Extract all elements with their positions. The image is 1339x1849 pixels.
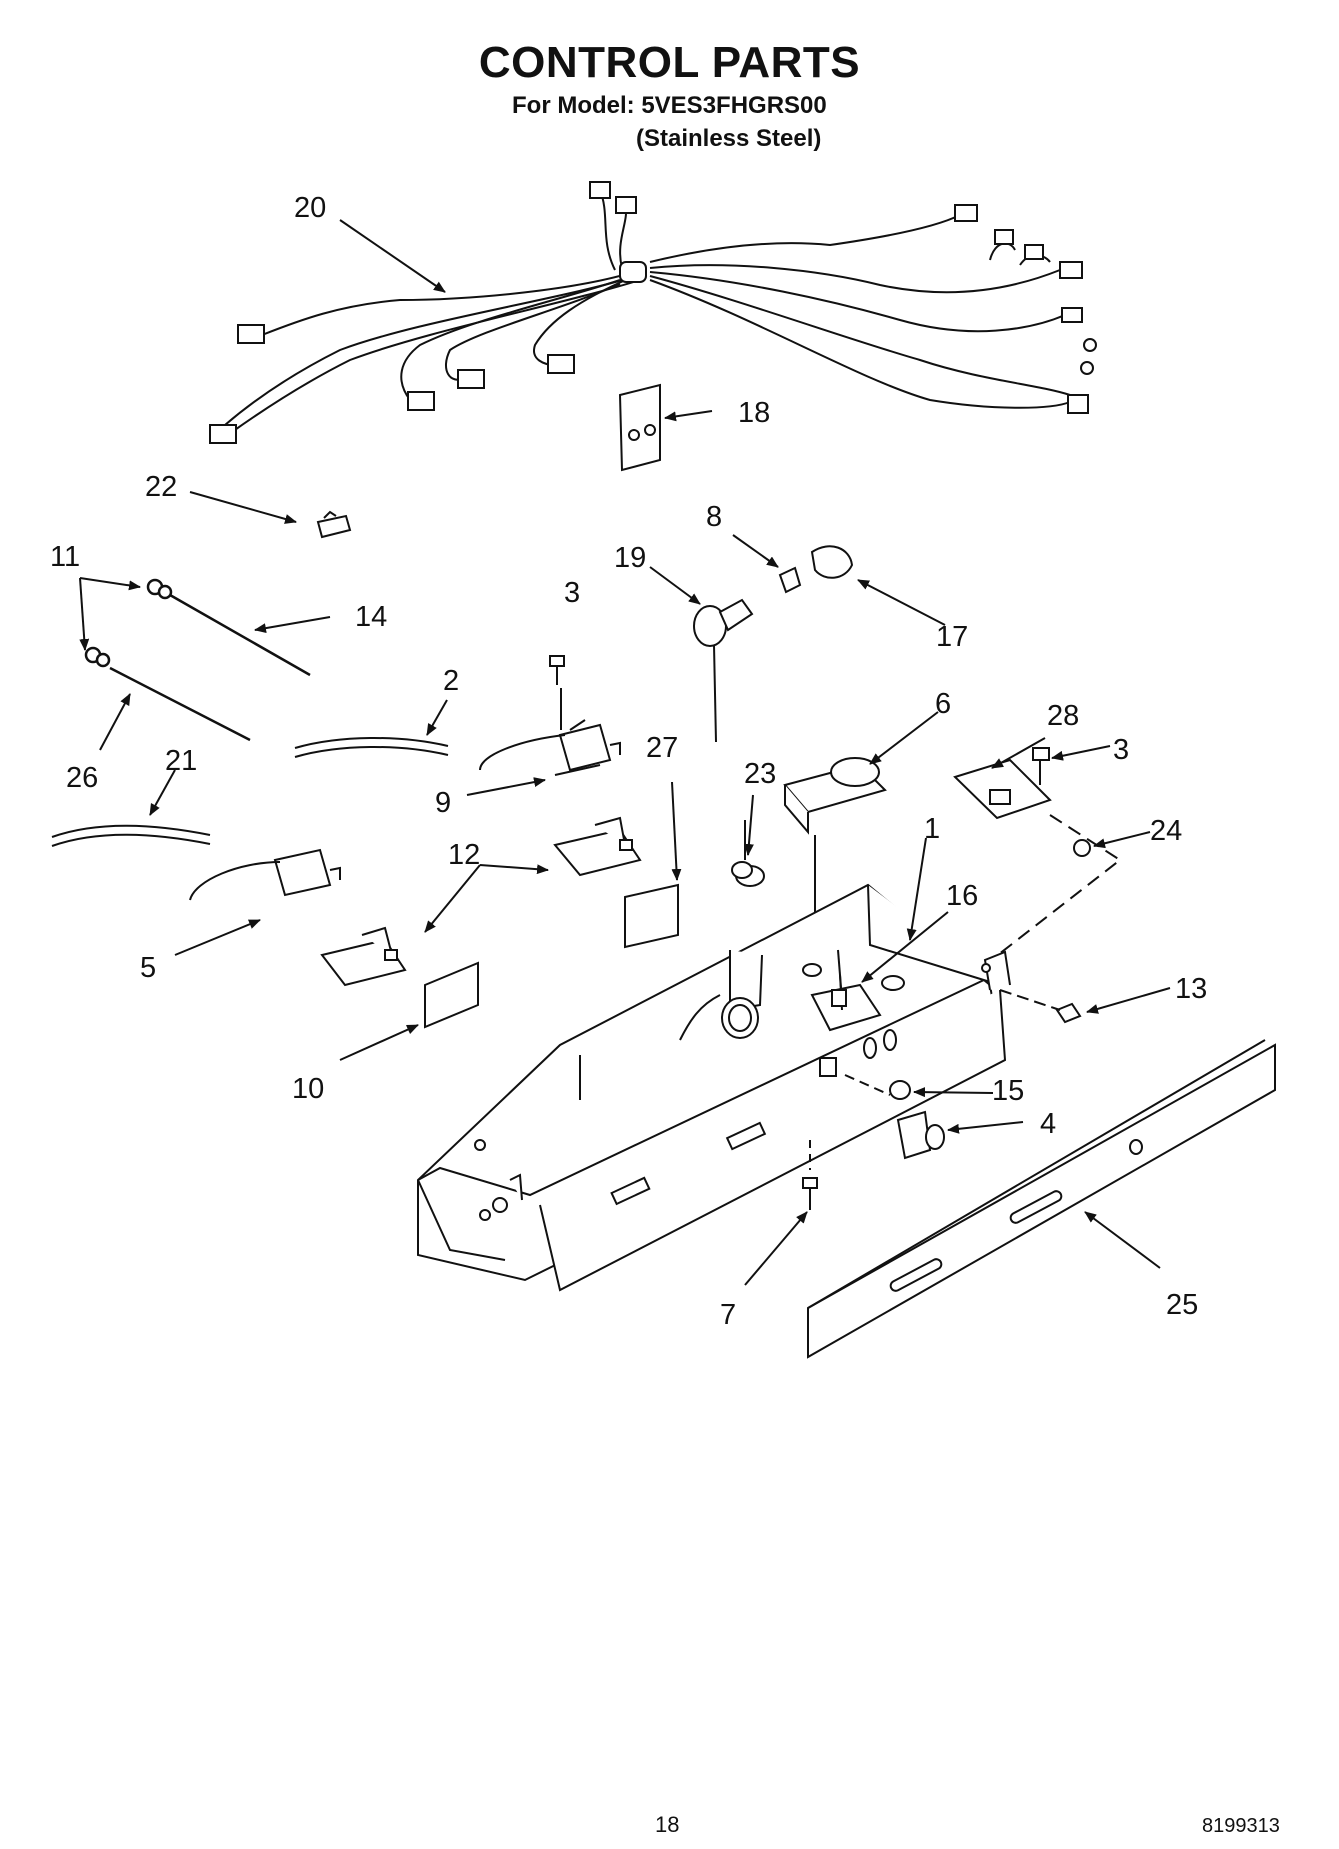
callout-9: 9: [435, 787, 451, 819]
callout-26: 26: [66, 762, 98, 794]
callout-11: 11: [50, 541, 80, 573]
light-bulb-icon: [693, 545, 854, 743]
callout-7: 7: [720, 1299, 736, 1331]
callout-18: 18: [738, 397, 770, 429]
screw-icon: [999, 989, 1082, 1024]
callout-17: 17: [936, 621, 968, 653]
control-housing-icon: [417, 883, 1011, 1292]
callout-22: 22: [145, 471, 177, 503]
page-number: 18: [655, 1812, 680, 1837]
screw-icon: [831, 949, 847, 1007]
callout-leaders: [79, 219, 1171, 1286]
callout-6: 6: [935, 688, 951, 720]
wire-harness-icon: [209, 181, 1097, 444]
screw-icon: [802, 1140, 818, 1210]
switch-icon: [189, 848, 341, 901]
switch-icon: [479, 719, 621, 776]
model-number: For Model: 5VES3FHGRS00: [512, 92, 827, 119]
callout-10: 10: [292, 1073, 324, 1105]
callout-8: 8: [706, 501, 722, 533]
callout-20: 20: [294, 192, 326, 224]
callout-14: 14: [355, 601, 387, 633]
callout-21: 21: [165, 745, 197, 777]
switch-icon: [320, 926, 407, 987]
switch-icon: [553, 816, 642, 877]
callout-2: 2: [443, 665, 459, 697]
callout-4: 4: [1040, 1108, 1056, 1140]
knob-icon: [844, 1074, 945, 1160]
callout-16: 16: [946, 880, 978, 912]
callout-1: 1: [924, 813, 940, 845]
callout-23: 23: [744, 758, 776, 790]
mounting-plate-icon: [618, 383, 661, 472]
callout-19: 19: [614, 542, 646, 574]
clip-icon: [316, 510, 352, 539]
front-panel-icon: [807, 1039, 1276, 1359]
callout-3-left: 3: [564, 577, 580, 609]
callout-5: 5: [140, 952, 156, 984]
page-title: CONTROL PARTS: [478, 38, 861, 87]
model-finish: (Stainless Steel): [636, 125, 822, 152]
label-icon: [424, 883, 679, 1029]
callout-15: 15: [992, 1075, 1024, 1107]
callout-24: 24: [1150, 815, 1182, 847]
callout-13: 13: [1175, 973, 1207, 1005]
hose-icon: [51, 736, 449, 847]
capillary-tubes-icon: [84, 578, 311, 742]
callout-12: 12: [448, 839, 480, 871]
callout-28: 28: [1047, 700, 1079, 732]
control-board-icon: [953, 747, 1122, 966]
document-number: 8199313: [1202, 1815, 1280, 1837]
screw-icon: [549, 655, 565, 730]
callout-27: 27: [646, 732, 678, 764]
callout-25: 25: [1166, 1289, 1198, 1321]
callout-3-right: 3: [1113, 734, 1129, 766]
callout-labels: 1 2 3 3 4 5 6 7 8 9 10 11 12 13 14 15 16…: [50, 192, 1207, 1331]
defrost-timer-icon: [783, 757, 887, 960]
